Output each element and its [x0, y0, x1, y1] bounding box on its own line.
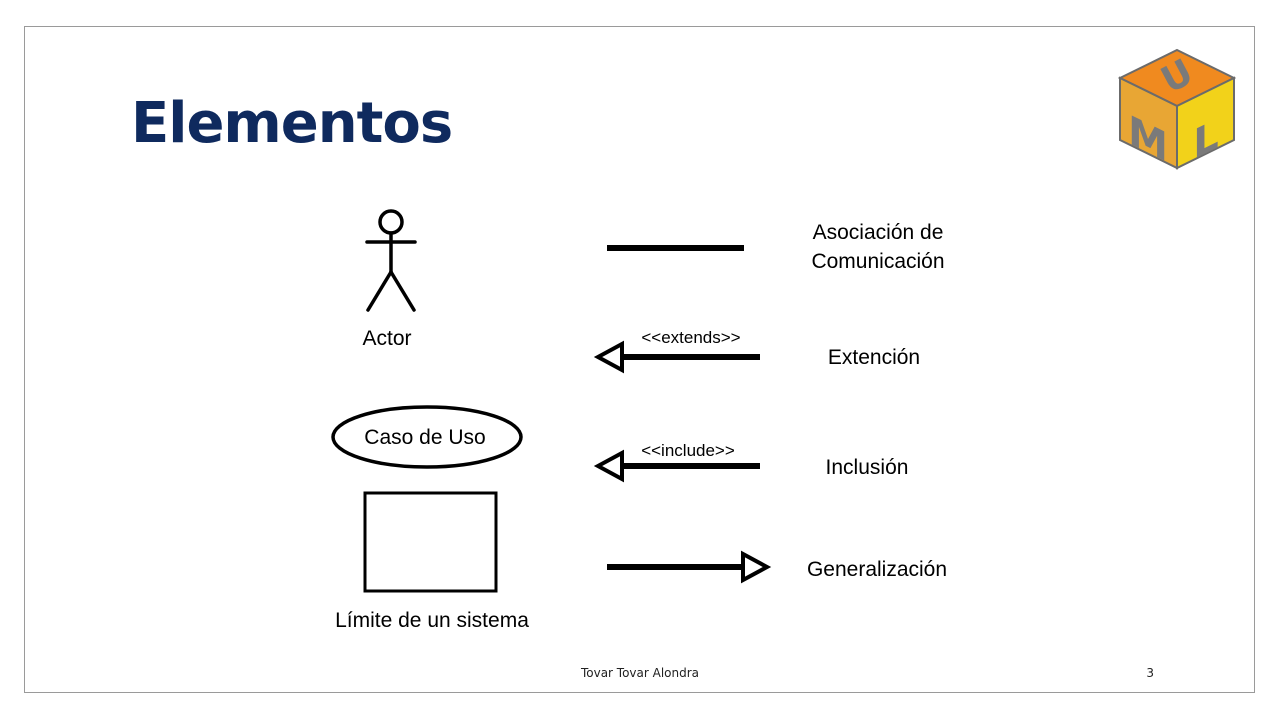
page-number: 3 [1146, 666, 1154, 680]
actor-figure [365, 209, 417, 312]
use-case-ellipse [331, 405, 523, 469]
inclusion-label: Inclusión [826, 456, 909, 479]
system-boundary-rect [363, 491, 498, 593]
logo-right-face [1176, 76, 1235, 170]
extends-stereotype: <<extends>> [641, 328, 740, 347]
extends-arrowhead [593, 340, 624, 374]
association-label-line1: Asociación de [813, 221, 944, 244]
association-label-line2: Comunicación [811, 250, 944, 273]
slide-title: Elementos [131, 91, 453, 156]
use-case-label: Caso de Uso [364, 426, 485, 449]
actor-label: Actor [362, 327, 411, 350]
generalization-arrowhead [741, 550, 772, 584]
extension-label: Extención [828, 346, 920, 369]
slide-footer: Tovar Tovar Alondra [580, 666, 700, 680]
system-boundary-label: Límite de un sistema [335, 609, 529, 632]
uml-logo: U M L [1118, 48, 1236, 170]
generalization-label: Generalización [807, 558, 947, 581]
include-arrowhead [593, 449, 624, 483]
include-stereotype: <<include>> [641, 441, 735, 460]
